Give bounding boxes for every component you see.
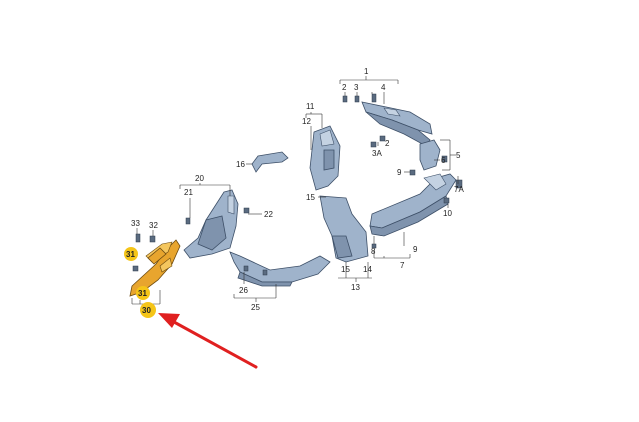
leader-lines [131, 76, 459, 306]
callout-7A: 7A [454, 185, 464, 194]
callout-31-upper: 31 [126, 250, 135, 259]
callout-4: 4 [381, 83, 386, 92]
callout-6: 6 [441, 156, 446, 165]
callout-3A: 3A [372, 149, 382, 158]
callout-labels: 1 2 3 4 11 12 2 3A 5 6 7A 9 10 16 20 21 … [131, 67, 464, 312]
callout-31-lower: 31 [138, 289, 147, 298]
callout-30-badge[interactable]: 30 [140, 302, 156, 318]
fastener-clips-right [371, 155, 463, 249]
callout-32: 32 [149, 221, 158, 230]
door-sill-trim-part-7[interactable] [369, 173, 457, 237]
rear-sill-trim-part-25[interactable] [229, 251, 331, 287]
fastener-clips-left [132, 233, 156, 272]
callout-31-lower-badge[interactable]: 31 [136, 286, 150, 300]
callout-13: 13 [351, 283, 360, 292]
callout-8: 8 [371, 247, 376, 256]
grab-handle-part-16[interactable] [251, 151, 289, 173]
callout-16: 16 [236, 160, 245, 169]
highlighted-trim-part-30[interactable] [129, 239, 181, 297]
fastener-clips-c-pillar [185, 207, 250, 225]
callout-15-lower: 15 [341, 265, 350, 274]
callout-30: 30 [142, 306, 151, 315]
c-pillar-trim-part-20[interactable] [183, 189, 239, 259]
callout-5: 5 [456, 151, 461, 160]
callout-25: 25 [251, 303, 260, 312]
callout-20: 20 [195, 174, 204, 183]
callout-9-right: 9 [397, 168, 402, 177]
red-pointer-arrow-icon [158, 313, 258, 369]
fastener-clips-rear-sill [243, 265, 268, 276]
callout-14: 14 [363, 265, 372, 274]
callout-3: 3 [354, 83, 359, 92]
callout-12: 12 [302, 117, 311, 126]
highlight-badges: 31 31 30 [124, 247, 156, 318]
callout-7: 7 [400, 261, 405, 270]
callout-21: 21 [184, 188, 193, 197]
callout-31-upper-badge[interactable]: 31 [124, 247, 138, 261]
pillar-trim-part-1[interactable] [361, 101, 433, 147]
callout-22: 22 [264, 210, 273, 219]
pillar-trim-part-5[interactable] [419, 139, 441, 171]
callout-10: 10 [443, 209, 452, 218]
callout-11: 11 [306, 102, 315, 111]
callout-9-lower: 9 [413, 245, 418, 254]
b-pillar-lower-trim-part-13[interactable] [319, 195, 369, 263]
callout-15-upper: 15 [306, 193, 315, 202]
callout-26: 26 [239, 286, 248, 295]
b-pillar-upper-trim-part-11[interactable] [309, 125, 341, 191]
callout-2-secondary: 2 [385, 139, 390, 148]
callout-33: 33 [131, 219, 140, 228]
callout-2: 2 [342, 83, 347, 92]
callout-1: 1 [364, 67, 369, 76]
